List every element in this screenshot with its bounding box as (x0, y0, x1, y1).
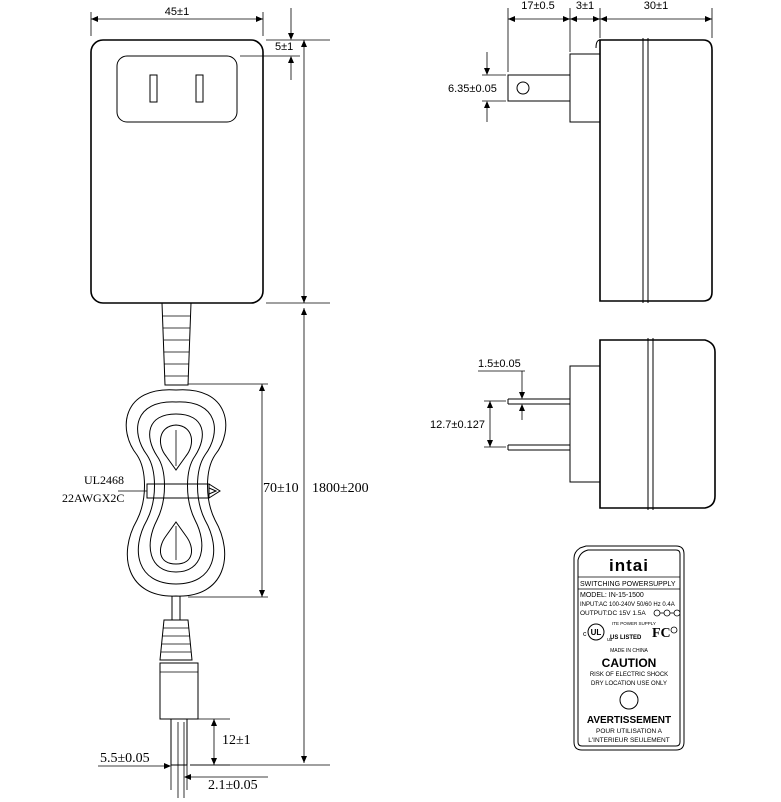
ul-listed-icon: UL c us (583, 623, 613, 643)
top-view: 1.5±0.05 12.7±0.127 (430, 338, 716, 510)
front-view: 45±1 5±1 (90, 6, 330, 304)
cable-spec-line2: 22AWGX2C (62, 491, 124, 505)
label-input: INPUT:AC 100-240V 50/60 Hz 0.4A (580, 602, 675, 608)
cable-spec-line1: UL2468 (84, 473, 124, 487)
label-ul-text: ITE POWER SUPPLY (612, 621, 656, 626)
adapter-body-side (599, 39, 713, 302)
dim-cord-length: 1800±200 (312, 481, 369, 496)
cable-tie (146, 483, 210, 499)
plug-slot-left (149, 74, 158, 103)
cord-assembly: UL2468 22AWGX2C 12±1 5.5±0.05 2.1± (62, 302, 268, 798)
dim-side-body: 30±1 (644, 0, 668, 12)
label-avert-line2: L'INTERIEUR SEULEMENT (588, 737, 669, 744)
label-caution-line2: DRY LOCATION USE ONLY (591, 681, 667, 687)
cord-dimension: 1800±200 (190, 308, 369, 766)
coil-outer (125, 389, 227, 597)
brand-logo: intai (609, 556, 649, 575)
polarity-icon (653, 609, 681, 617)
rating-label: intai SWITCHING POWERSUPPLY MODEL: IN-15… (573, 545, 685, 751)
svg-text:UL: UL (591, 628, 602, 637)
plug-slot-right (195, 74, 204, 103)
dim-inset-top: 5±1 (275, 41, 293, 53)
side-view: 17±0.5 3±1 30±1 6.35±0.05 (448, 0, 713, 303)
label-avert-line1: POUR UTILISATION A (596, 728, 663, 735)
label-ul-listed: US LISTED (610, 635, 642, 641)
dim-barrel-length: 12±1 (222, 733, 251, 748)
side-pin (507, 74, 571, 102)
svg-text:c: c (583, 631, 587, 638)
label-output: OUTPUT:DC 15V 1.5A (580, 610, 646, 617)
dc-barrel (170, 718, 188, 766)
label-outline (573, 545, 685, 751)
svg-text:FC: FC (652, 626, 671, 641)
dim-barrel-id: 2.1±0.05 (208, 778, 258, 793)
label-model: MODEL: IN-15-1500 (580, 592, 644, 599)
svg-text:us: us (607, 637, 613, 643)
dim-pin-diameter: 6.35±0.05 (448, 83, 497, 95)
dim-blade-spacing: 12.7±0.127 (430, 419, 485, 431)
side-plug-base (569, 53, 601, 123)
fcc-icon: FC (652, 626, 678, 641)
dc-plug-body (159, 662, 199, 720)
coil-dimension: 70±10 (188, 383, 299, 598)
dim-coil-length: 70±10 (263, 481, 299, 496)
label-caution: CAUTION (602, 656, 657, 670)
dim-barrel-od: 5.5±0.05 (100, 751, 150, 766)
label-made-in: MADE IN CHINA (610, 648, 648, 654)
adapter-body-front (90, 39, 264, 304)
adapter-body-top (599, 339, 716, 509)
dim-side-plug-length: 17±0.5 (521, 0, 555, 12)
dim-width-top: 45±1 (165, 6, 189, 18)
plug-face (116, 55, 238, 123)
label-hole (619, 690, 639, 710)
top-plug-base (569, 365, 601, 483)
dim-side-base: 3±1 (576, 0, 594, 12)
dim-blade-thickness: 1.5±0.05 (478, 358, 521, 370)
label-switching: SWITCHING POWERSUPPLY (580, 581, 676, 588)
label-avertissement: AVERTISSEMENT (587, 715, 671, 726)
label-caution-line1: RISK OF ELECTRIC SHOCK (590, 672, 668, 678)
